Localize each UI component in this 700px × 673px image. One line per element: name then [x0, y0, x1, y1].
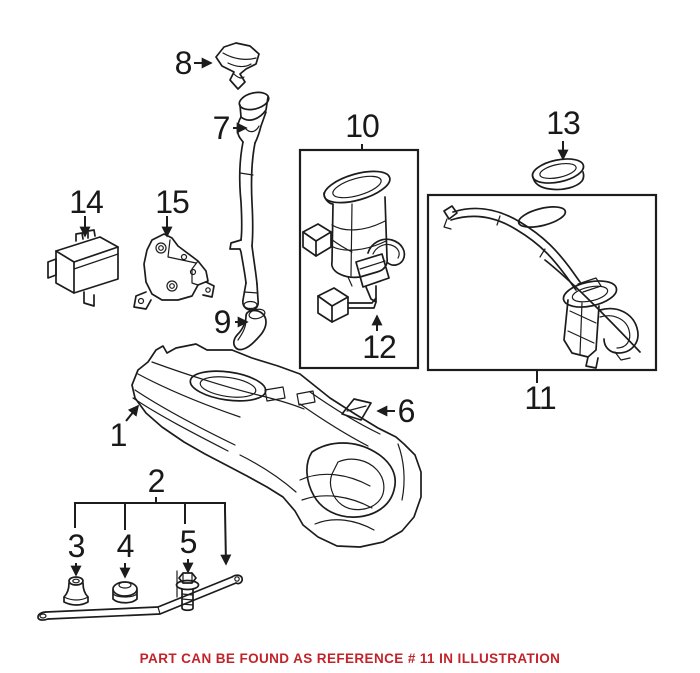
vent-hose-drawing: [232, 308, 267, 351]
level-sensor-drawing: [317, 238, 406, 323]
fuel-pump-box: [298, 144, 420, 370]
fuel-pump-assembly-drawing: [302, 170, 391, 287]
part-label-7: 7: [212, 110, 231, 146]
mounting-bracket-drawing: [133, 233, 215, 310]
part-label-2: 2: [147, 463, 166, 499]
part-label-11: 11: [524, 380, 556, 416]
part-label-15: 15: [155, 184, 190, 220]
fuel-cap-drawing: [215, 42, 260, 90]
grommet-round-drawing: [112, 581, 138, 604]
fuel-tank-drawing: [131, 343, 422, 548]
suction-device-box: [426, 193, 658, 383]
control-module-drawing: [47, 229, 119, 307]
part-label-12: 12: [362, 329, 397, 365]
locking-ring-drawing: [531, 158, 585, 191]
part-label-14: 14: [69, 184, 104, 220]
part-label-13: 13: [546, 105, 581, 141]
group-2-bracket: [74, 497, 232, 566]
grommet-small-drawing: [63, 576, 89, 606]
part-label-8: 8: [174, 45, 193, 81]
bolt-drawing: [175, 570, 200, 612]
part-label-1: 1: [109, 417, 128, 453]
part-label-9: 9: [213, 304, 232, 340]
part-label-3: 3: [67, 528, 86, 564]
leader-arrows: [70, 57, 569, 579]
suction-device-drawing: [443, 205, 641, 369]
filler-pipe-drawing: [229, 91, 270, 311]
part-label-5: 5: [179, 524, 198, 560]
part-label-6: 6: [397, 393, 416, 429]
pad-drawing: [341, 398, 372, 421]
reference-note: PART CAN BE FOUND AS REFERENCE # 11 IN I…: [139, 651, 561, 666]
part-label-10: 10: [345, 108, 380, 144]
o-ring-drawing: [517, 206, 567, 228]
tension-strap-drawing: [37, 574, 244, 621]
part-label-4: 4: [116, 528, 135, 564]
